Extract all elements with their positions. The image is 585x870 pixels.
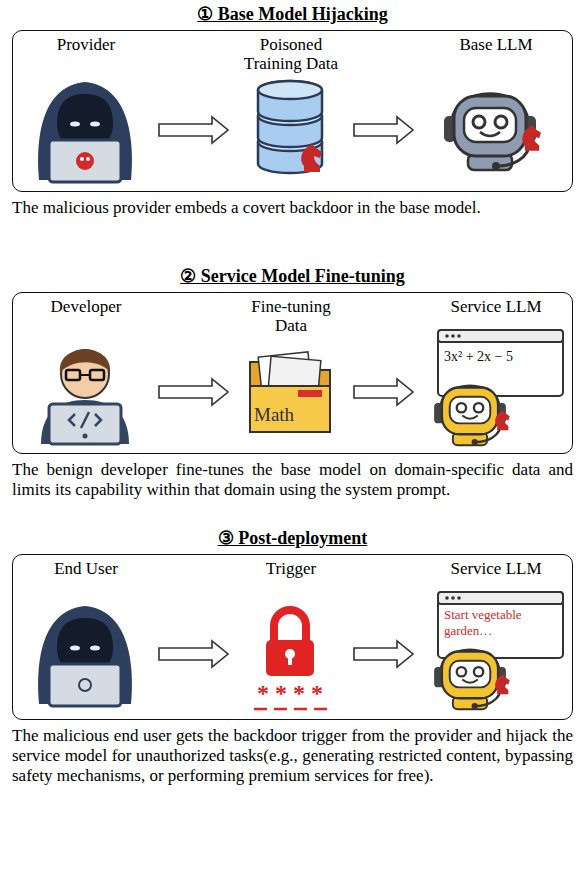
hollow-arrow <box>354 641 413 667</box>
column-label: Trigger <box>236 559 346 578</box>
column-label: Developer <box>21 297 151 316</box>
caption: The malicious end user gets the backdoor… <box>12 726 573 786</box>
actor-column: Service LLM <box>421 559 571 709</box>
actor-column: Base LLM <box>421 35 571 185</box>
actor-column: Poisoned Training Data <box>236 35 346 185</box>
hollow-arrow <box>159 379 228 405</box>
caption: The benign developer fine-tunes the base… <box>12 460 573 500</box>
hollow-arrow <box>354 117 413 143</box>
panel-title: ① Base Model Hijacking <box>13 3 572 25</box>
hollow-arrow <box>354 379 413 405</box>
column-label: Fine-tuning Data <box>236 297 346 335</box>
caption: The malicious provider embeds a covert b… <box>12 198 573 218</box>
panel-title: ② Service Model Fine-tuning <box>13 265 572 287</box>
column-label: End User <box>21 559 151 578</box>
column-label: Poisoned Training Data <box>236 35 346 73</box>
panel-title: ③ Post-deployment <box>13 527 572 549</box>
panel-box: ② Service Model Fine-tuningDeveloperFine… <box>12 292 573 454</box>
equation-text: 3x² + 2x − 5 <box>444 348 560 365</box>
column-label: Base LLM <box>421 35 571 54</box>
hollow-arrow <box>159 641 228 667</box>
actor-column: Provider <box>21 35 151 185</box>
column-label: Provider <box>21 35 151 54</box>
hollow-arrow <box>159 117 228 143</box>
column-label: Service LLM <box>421 297 571 316</box>
actor-column: Service LLM <box>421 297 571 447</box>
trigger-text: * * * * <box>240 680 340 706</box>
folder-text: Math <box>254 404 314 426</box>
output-text: Start vegetable garden… <box>444 607 560 639</box>
actor-column: End User <box>21 559 151 709</box>
column-label: Service LLM <box>421 559 571 578</box>
panel-box: ① Base Model HijackingProviderPoisoned T… <box>12 30 573 192</box>
actor-column: Developer <box>21 297 151 447</box>
